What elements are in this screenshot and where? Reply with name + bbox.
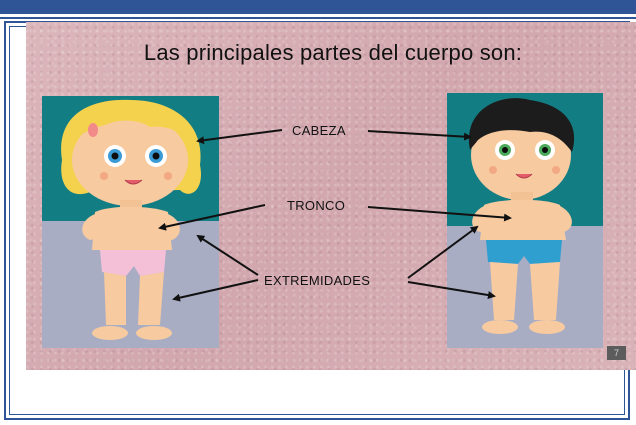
page-number-badge: 7 bbox=[607, 346, 626, 360]
girl-legs bbox=[104, 272, 126, 325]
girl-figure bbox=[42, 96, 219, 348]
arrow-head-left bbox=[196, 129, 283, 145]
arrow-trunk-left bbox=[158, 204, 266, 231]
label-tronco: TRONCO bbox=[287, 198, 346, 213]
arrow-limbs-right-upper bbox=[407, 225, 479, 279]
arrow-limbs-left-upper bbox=[196, 234, 259, 276]
label-cabeza: CABEZA bbox=[292, 123, 346, 138]
arrows bbox=[158, 129, 512, 302]
girl-torso bbox=[92, 206, 172, 250]
arrow-trunk-right bbox=[367, 206, 512, 222]
girl-underwear bbox=[100, 250, 166, 276]
label-extremidades: EXTREMIDADES bbox=[264, 273, 371, 288]
arrow-head-right bbox=[367, 130, 472, 141]
arrow-limbs-left-lower bbox=[172, 279, 259, 302]
boy-torso bbox=[480, 199, 566, 240]
slide-title: Las principales partes del cuerpo son: bbox=[143, 40, 523, 65]
boy-legs bbox=[490, 262, 518, 320]
boy-underwear bbox=[486, 240, 562, 264]
arrow-limbs-right-lower bbox=[407, 281, 496, 299]
girl-face bbox=[72, 114, 188, 206]
boy-hair-icon bbox=[468, 98, 575, 152]
boy-figure bbox=[447, 93, 603, 348]
top-border-bar bbox=[0, 0, 636, 19]
